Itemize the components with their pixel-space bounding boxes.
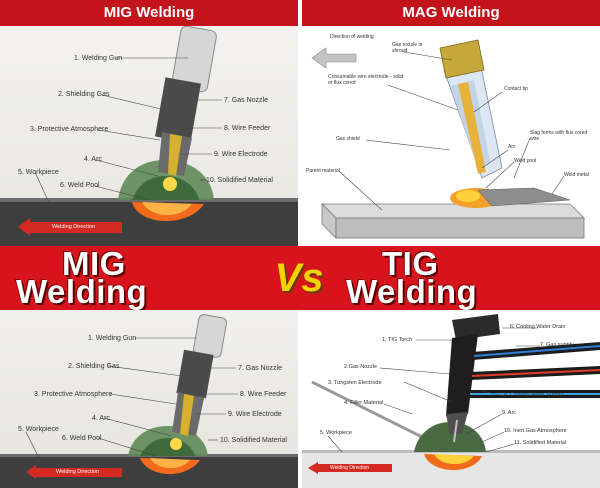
label-gas-supply: 7. Gas supply <box>540 342 574 348</box>
label-parent-material: Parent material <box>306 168 340 174</box>
label-mag-arc: Arc <box>508 144 516 150</box>
mag-welding-panel: MAG Welding Direction of welding Gas noz… <box>302 0 600 246</box>
label-shielding-gas-bottom: 2. Shielding Gas <box>68 363 120 370</box>
label-wire-electrode-bottom: 9. Wire Electrode <box>228 411 282 418</box>
label-tig-workpiece: 5. Workpiece <box>320 430 352 436</box>
label-tig-gas-nozzle: 2.Gas Nozzle <box>344 364 378 370</box>
label-gas-nozzle-bottom: 7. Gas Nozzle <box>238 365 282 372</box>
label-cooling-water-supply: 8. Cooling Water Supply <box>504 392 564 398</box>
label-inert-gas-atmosphere: 10. Inert Gas Atmosphere <box>504 428 567 434</box>
mig-welding-panel-top: MIG Welding 1. Welding Gun 2. Shielding … <box>0 0 298 246</box>
mig-diagram-top <box>0 25 298 246</box>
label-protective-atmosphere: 3. Protective Atmosphere <box>30 126 109 133</box>
label-gas-shield: Gas shield <box>336 136 360 142</box>
label-tig-torch: 1. TIG Torch <box>382 337 413 343</box>
label-workpiece: 5. Workpiece <box>18 169 59 176</box>
label-tig-arc: 9. Arc <box>502 410 517 416</box>
label-tig-welding-direction: Welding Direction <box>330 465 370 471</box>
label-slag: Slag forms with flux cored wire <box>530 130 588 142</box>
mig-vs-tig-banner: MIG Welding Vs TIG Welding <box>0 246 600 310</box>
label-shielding-gas: 2. Shielding Gas <box>58 91 110 98</box>
banner-welding-left: Welding <box>16 273 148 310</box>
label-gas-nozzle: 7. Gas Nozzle <box>224 97 268 104</box>
banner-tig: TIG <box>382 245 439 282</box>
label-contact-tip: Contact tip <box>504 86 528 92</box>
label-wire-feeder: 8. Wire Feeder <box>224 125 271 132</box>
label-wire-feeder-bottom: 8. Wire Feeder <box>240 391 287 398</box>
banner-welding-right: Welding <box>346 273 478 310</box>
label-arc-bottom: 4. Arc <box>92 415 110 422</box>
label-wire-electrode: 9. Wire Electrode <box>214 151 268 158</box>
label-consumable-wire: Consumable wire electrode - solid or flu… <box>328 74 404 86</box>
tig-diagram <box>302 314 600 488</box>
label-welding-gun: 1. Welding Gun <box>74 55 123 62</box>
label-solidified-material: 10. Solidified Material <box>206 177 273 184</box>
label-weld-pool: 6. Weld Pool <box>60 182 100 189</box>
label-arc: 4. Arc <box>84 156 102 163</box>
banner-vs: Vs <box>274 256 324 300</box>
mag-title: MAG Welding <box>302 0 600 26</box>
label-weld-pool-bottom: 6. Weld Pool <box>62 435 102 442</box>
tig-welding-panel: 1. TIG Torch 2.Gas Nozzle 3. Tungsten El… <box>302 310 600 488</box>
label-cooling-water-drain: 6. Cooling Water Drain <box>510 324 566 330</box>
label-mag-weld-pool: Weld pool <box>514 158 537 164</box>
label-filler-material: 4. Filler Material <box>344 400 384 406</box>
label-direction-of-welding: Direction of welding <box>330 34 374 40</box>
label-welding-direction: Welding Direction <box>52 224 96 230</box>
label-tungsten-electrode: 3. Tungsten Electrode <box>328 380 382 386</box>
label-tig-solidified-material: 11. Solidified Material <box>514 440 567 446</box>
label-weld-metal: Weld metal <box>564 172 589 178</box>
label-solidified-material-bottom: 10. Solidified Material <box>220 437 287 444</box>
banner-mig: MIG <box>62 245 126 282</box>
mig-title: MIG Welding <box>0 0 298 26</box>
label-protective-atmosphere-bottom: 3. Protective Atmosphere <box>34 391 113 398</box>
mig-diagram-bottom <box>0 314 298 488</box>
label-welding-gun-bottom: 1. Welding Gun <box>88 335 137 342</box>
mag-diagram <box>311 39 585 239</box>
label-mag-gas-nozzle: Gas nozzle or shroud <box>392 42 423 54</box>
mig-welding-panel-bottom: 1. Welding Gun 2. Shielding Gas 3. Prote… <box>0 310 298 488</box>
label-workpiece-bottom: 5. Workpiece <box>18 426 59 433</box>
label-welding-direction-bottom: Welding Direction <box>56 469 100 475</box>
